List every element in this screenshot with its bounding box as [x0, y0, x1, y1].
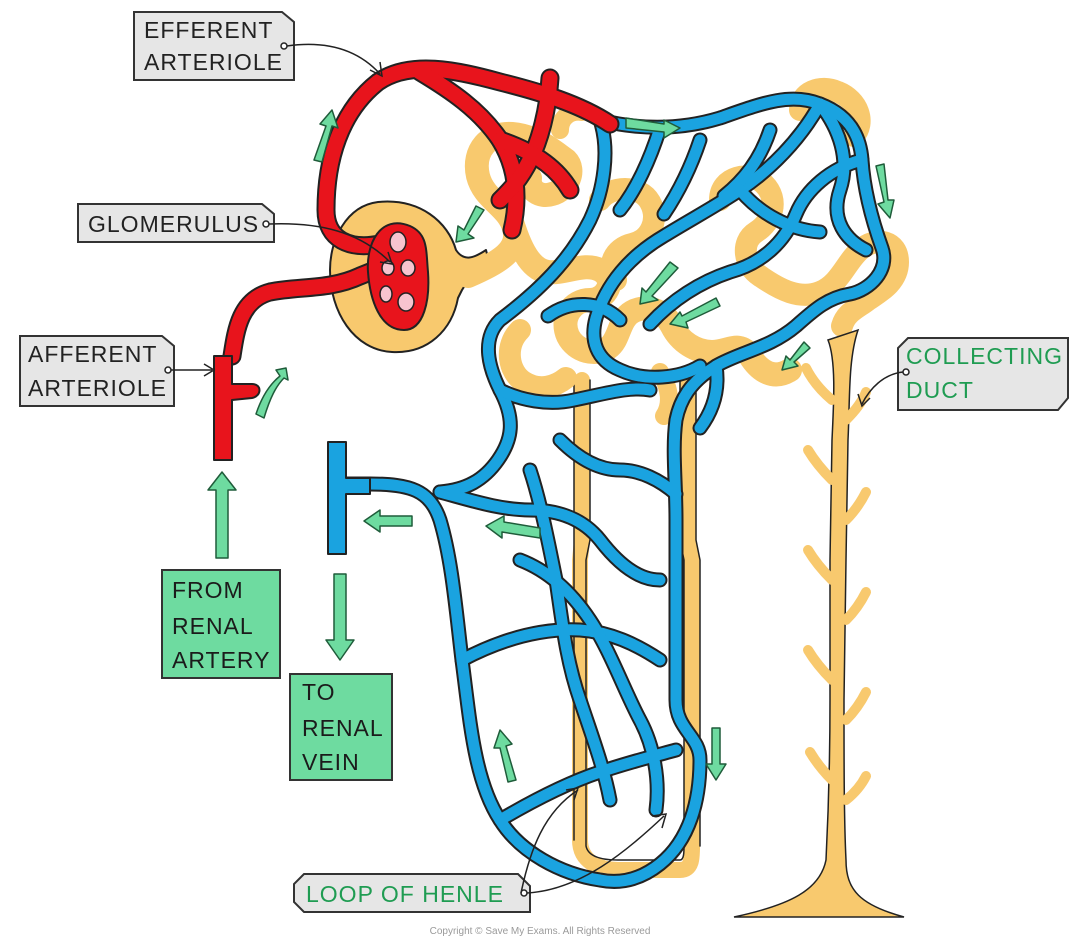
flow-arrow-down-bottom [705, 727, 727, 781]
label-to-line1: TO [302, 679, 336, 705]
label-loop-of-henle: LOOP OF HENLE [293, 787, 668, 913]
flow-arrow-up-artery [207, 471, 237, 559]
flow-arrow-down-vein [325, 573, 355, 661]
flow-arrow-left-1 [363, 509, 413, 533]
peritubular-capillaries [327, 91, 892, 889]
flow-arrow-up-efferent [313, 109, 339, 163]
renal-vein-stub [327, 441, 371, 555]
flow-arrow-diag-2 [639, 261, 679, 305]
label-to-line2: RENAL [302, 715, 384, 741]
label-afferent-line1: AFFERENT [28, 341, 157, 367]
label-to-line3: VEIN [302, 749, 360, 775]
label-to-renal-vein: TO RENAL VEIN [289, 673, 393, 781]
flow-arrow-right-top [625, 117, 681, 139]
flow-arrow-diag-4 [781, 341, 811, 371]
flow-arrow-up-left-bottom [493, 729, 517, 783]
label-collecting-line1: COLLECTING [906, 343, 1063, 369]
label-afferent-arteriole: AFFERENT ARTERIOLE [19, 335, 216, 407]
label-efferent-line2: ARTERIOLE [144, 49, 283, 75]
label-collecting-line2: DUCT [906, 377, 974, 403]
label-glomerulus: GLOMERULUS [77, 203, 394, 265]
label-from-line2: RENAL [172, 613, 254, 639]
label-from-line1: FROM [172, 577, 244, 603]
label-from-renal-artery: FROM RENAL ARTERY [161, 569, 281, 679]
label-afferent-line2: ARTERIOLE [28, 375, 167, 401]
flow-arrow-left-2 [485, 515, 541, 539]
label-collecting-duct: COLLECTING DUCT [857, 337, 1069, 411]
flow-arrow-diag-3 [669, 297, 721, 329]
label-glomerulus-text: GLOMERULUS [88, 211, 259, 237]
flow-arrow-diag-1 [455, 205, 485, 243]
label-efferent-arteriole: EFFERENT ARTERIOLE [133, 11, 383, 81]
flow-arrow-down-right [875, 163, 895, 219]
label-from-line3: ARTERY [172, 647, 270, 673]
flow-arrows [207, 109, 895, 783]
label-efferent-line1: EFFERENT [144, 17, 273, 43]
collecting-duct [733, 328, 905, 918]
renal-artery-stub [213, 355, 261, 461]
flow-arrow-curved-afferent [255, 367, 289, 419]
label-loop-text: LOOP OF HENLE [306, 881, 504, 907]
copyright-notice: Copyright © Save My Exams. All Rights Re… [429, 926, 651, 937]
